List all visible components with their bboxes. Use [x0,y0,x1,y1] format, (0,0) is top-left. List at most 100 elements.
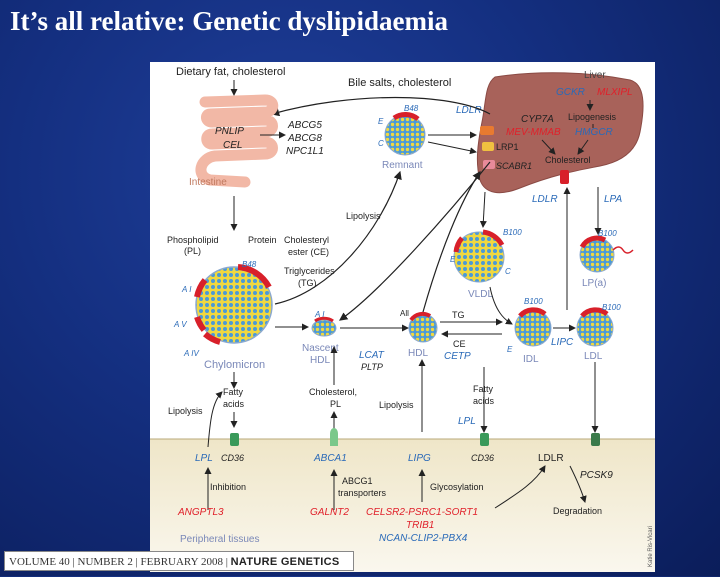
liver-shape [476,72,644,194]
cholesterol-pl-2: PL [330,399,341,409]
ldlr-liver-receptor [560,170,569,184]
gene-mev-mmab: MEV-MMAB [506,127,561,138]
gene-pnlip: PNLIP [215,126,244,137]
footer-number: NUMBER 2 [77,556,133,568]
lipolysis-left-label: Lipolysis [168,406,203,416]
tg-exchange: TG [452,310,465,320]
phospholipid-label: Phospholipid [167,235,219,245]
remnant-e: E [378,117,384,126]
gene-hmgcr: HMGCR [575,127,613,138]
gene-pltp: PLTP [361,362,383,372]
cholesteryl-label: Cholesteryl [284,235,329,245]
slide-title: It’s all relative: Genetic dyslipidaemia [10,6,448,36]
fatty-acids-right-2: acids [473,396,495,406]
lipolysis-hdl-label: Lipolysis [379,400,414,410]
gene-scabr1: SCABR1 [496,161,532,171]
ldl-b100: B100 [602,303,621,312]
cholesterol-pl-1: Cholesterol, [309,387,357,397]
tg-abbr-label: (TG) [298,278,317,288]
lipid-pathway-diagram: Liver GCKR MLXIPL Lipogenesis HMGCR CYP7… [150,66,655,572]
vldl-particle [453,231,505,283]
lpa-label: LP(a) [582,278,606,289]
gene-lcat: LCAT [359,350,385,361]
vldl-b100: B100 [503,228,522,237]
idl-e: E [507,345,513,354]
remnant-label: Remnant [382,160,423,171]
vldl-label: VLDL [468,289,493,300]
fatty-acids-left-2: acids [223,399,245,409]
abca1-receptor [330,428,338,446]
gene-pcsk9: PCSK9 [580,470,613,481]
glycosylation-label: Glycosylation [430,482,484,492]
vldl-e: E [450,255,456,264]
gene-lipg: LIPG [408,453,431,464]
lrp1-receptor [482,142,494,151]
triglycerides-label: Triglycerides [284,266,335,276]
gene-cetp: CETP [444,351,471,362]
nascent-label-2: HDL [310,355,330,366]
fatty-acids-left-1: Fatty [223,387,244,397]
cholesterol-liver-label: Cholesterol [545,155,591,165]
gene-npc1l1: NPC1L1 [286,146,324,157]
nascent-label-1: Nascent [302,343,339,354]
gene-galnt2: GALNT2 [310,507,349,518]
gene-lipc: LIPC [551,337,574,348]
lpa-b100: B100 [598,229,617,238]
peripheral-tissues-label: Peripheral tissues [180,534,259,545]
gene-cd36-left: CD36 [221,453,244,463]
dietary-label: Dietary fat, cholesterol [176,66,285,78]
vldl-c: C [505,267,511,276]
liver-label: Liver [584,70,606,81]
remnant-b48: B48 [404,104,419,113]
footer-volume: VOLUME 40 [9,556,70,568]
journal-footer: VOLUME 40 | NUMBER 2 | FEBRUARY 2008 | N… [4,551,354,571]
fatty-acids-right-1: Fatty [473,384,494,394]
gene-cel: CEL [223,140,242,151]
hdl-label: HDL [408,348,428,359]
ldlr-receptor [480,126,494,135]
remnant-particle [384,114,426,156]
peripheral-tissue-band [150,439,655,572]
gene-lpa: LPA [604,194,622,205]
ester-label: ester (CE) [288,247,329,257]
gene-angptl3: ANGPTL3 [177,507,224,518]
gene-ldlr-top: LDLR [456,105,482,116]
gene-lpl: LPL [195,453,213,464]
degradation-label: Degradation [553,506,602,516]
remnant-c: C [378,139,384,148]
idl-label: IDL [523,354,539,365]
nascent-hdl-particle [311,319,337,337]
gene-gckr: GCKR [556,87,585,98]
chylo-ai: A I [181,285,192,294]
abcg1-label-1: ABCG1 [342,476,373,486]
footer-date: FEBRUARY 2008 [140,556,223,568]
chylo-aiv: A IV [183,349,199,358]
chylo-b48: B48 [242,260,257,269]
cd36-left-receptor [230,433,239,446]
gene-cd36-right: CD36 [471,453,494,463]
artist-credit: Katie Ris-Vicari [648,526,654,567]
diagram-panel: Liver GCKR MLXIPL Lipogenesis HMGCR CYP7… [150,62,655,572]
lipolysis-mid-label: Lipolysis [346,211,381,221]
gene-trib1: TRIB1 [406,520,434,531]
protein-label: Protein [248,235,277,245]
gene-ldlr-bottom: LDLR [538,453,564,464]
gene-celsr2: CELSR2-PSRC1-SORT1 [366,507,478,518]
chylomicron-label: Chylomicron [204,359,265,371]
gene-abcg8: ABCG8 [287,133,322,144]
gene-abca1: ABCA1 [313,453,347,464]
ce-exchange: CE [453,339,466,349]
gene-lrp1: LRP1 [496,142,519,152]
lipogenesis-label: Lipogenesis [568,112,617,122]
inhibition-label: Inhibition [210,482,246,492]
gene-ldlr-liver: LDLR [532,194,558,205]
ldlr-tissue-receptor [591,433,600,446]
cd36-right-receptor [480,433,489,446]
gene-mlxipl: MLXIPL [597,87,633,98]
intestine-label: Intestine [189,177,227,188]
footer-journal: NATURE GENETICS [230,556,340,568]
gene-lpl-mid: LPL [458,416,476,427]
nascent-ai: A I [314,310,325,319]
ldl-label: LDL [584,351,603,362]
chylomicron-particle [195,266,273,344]
